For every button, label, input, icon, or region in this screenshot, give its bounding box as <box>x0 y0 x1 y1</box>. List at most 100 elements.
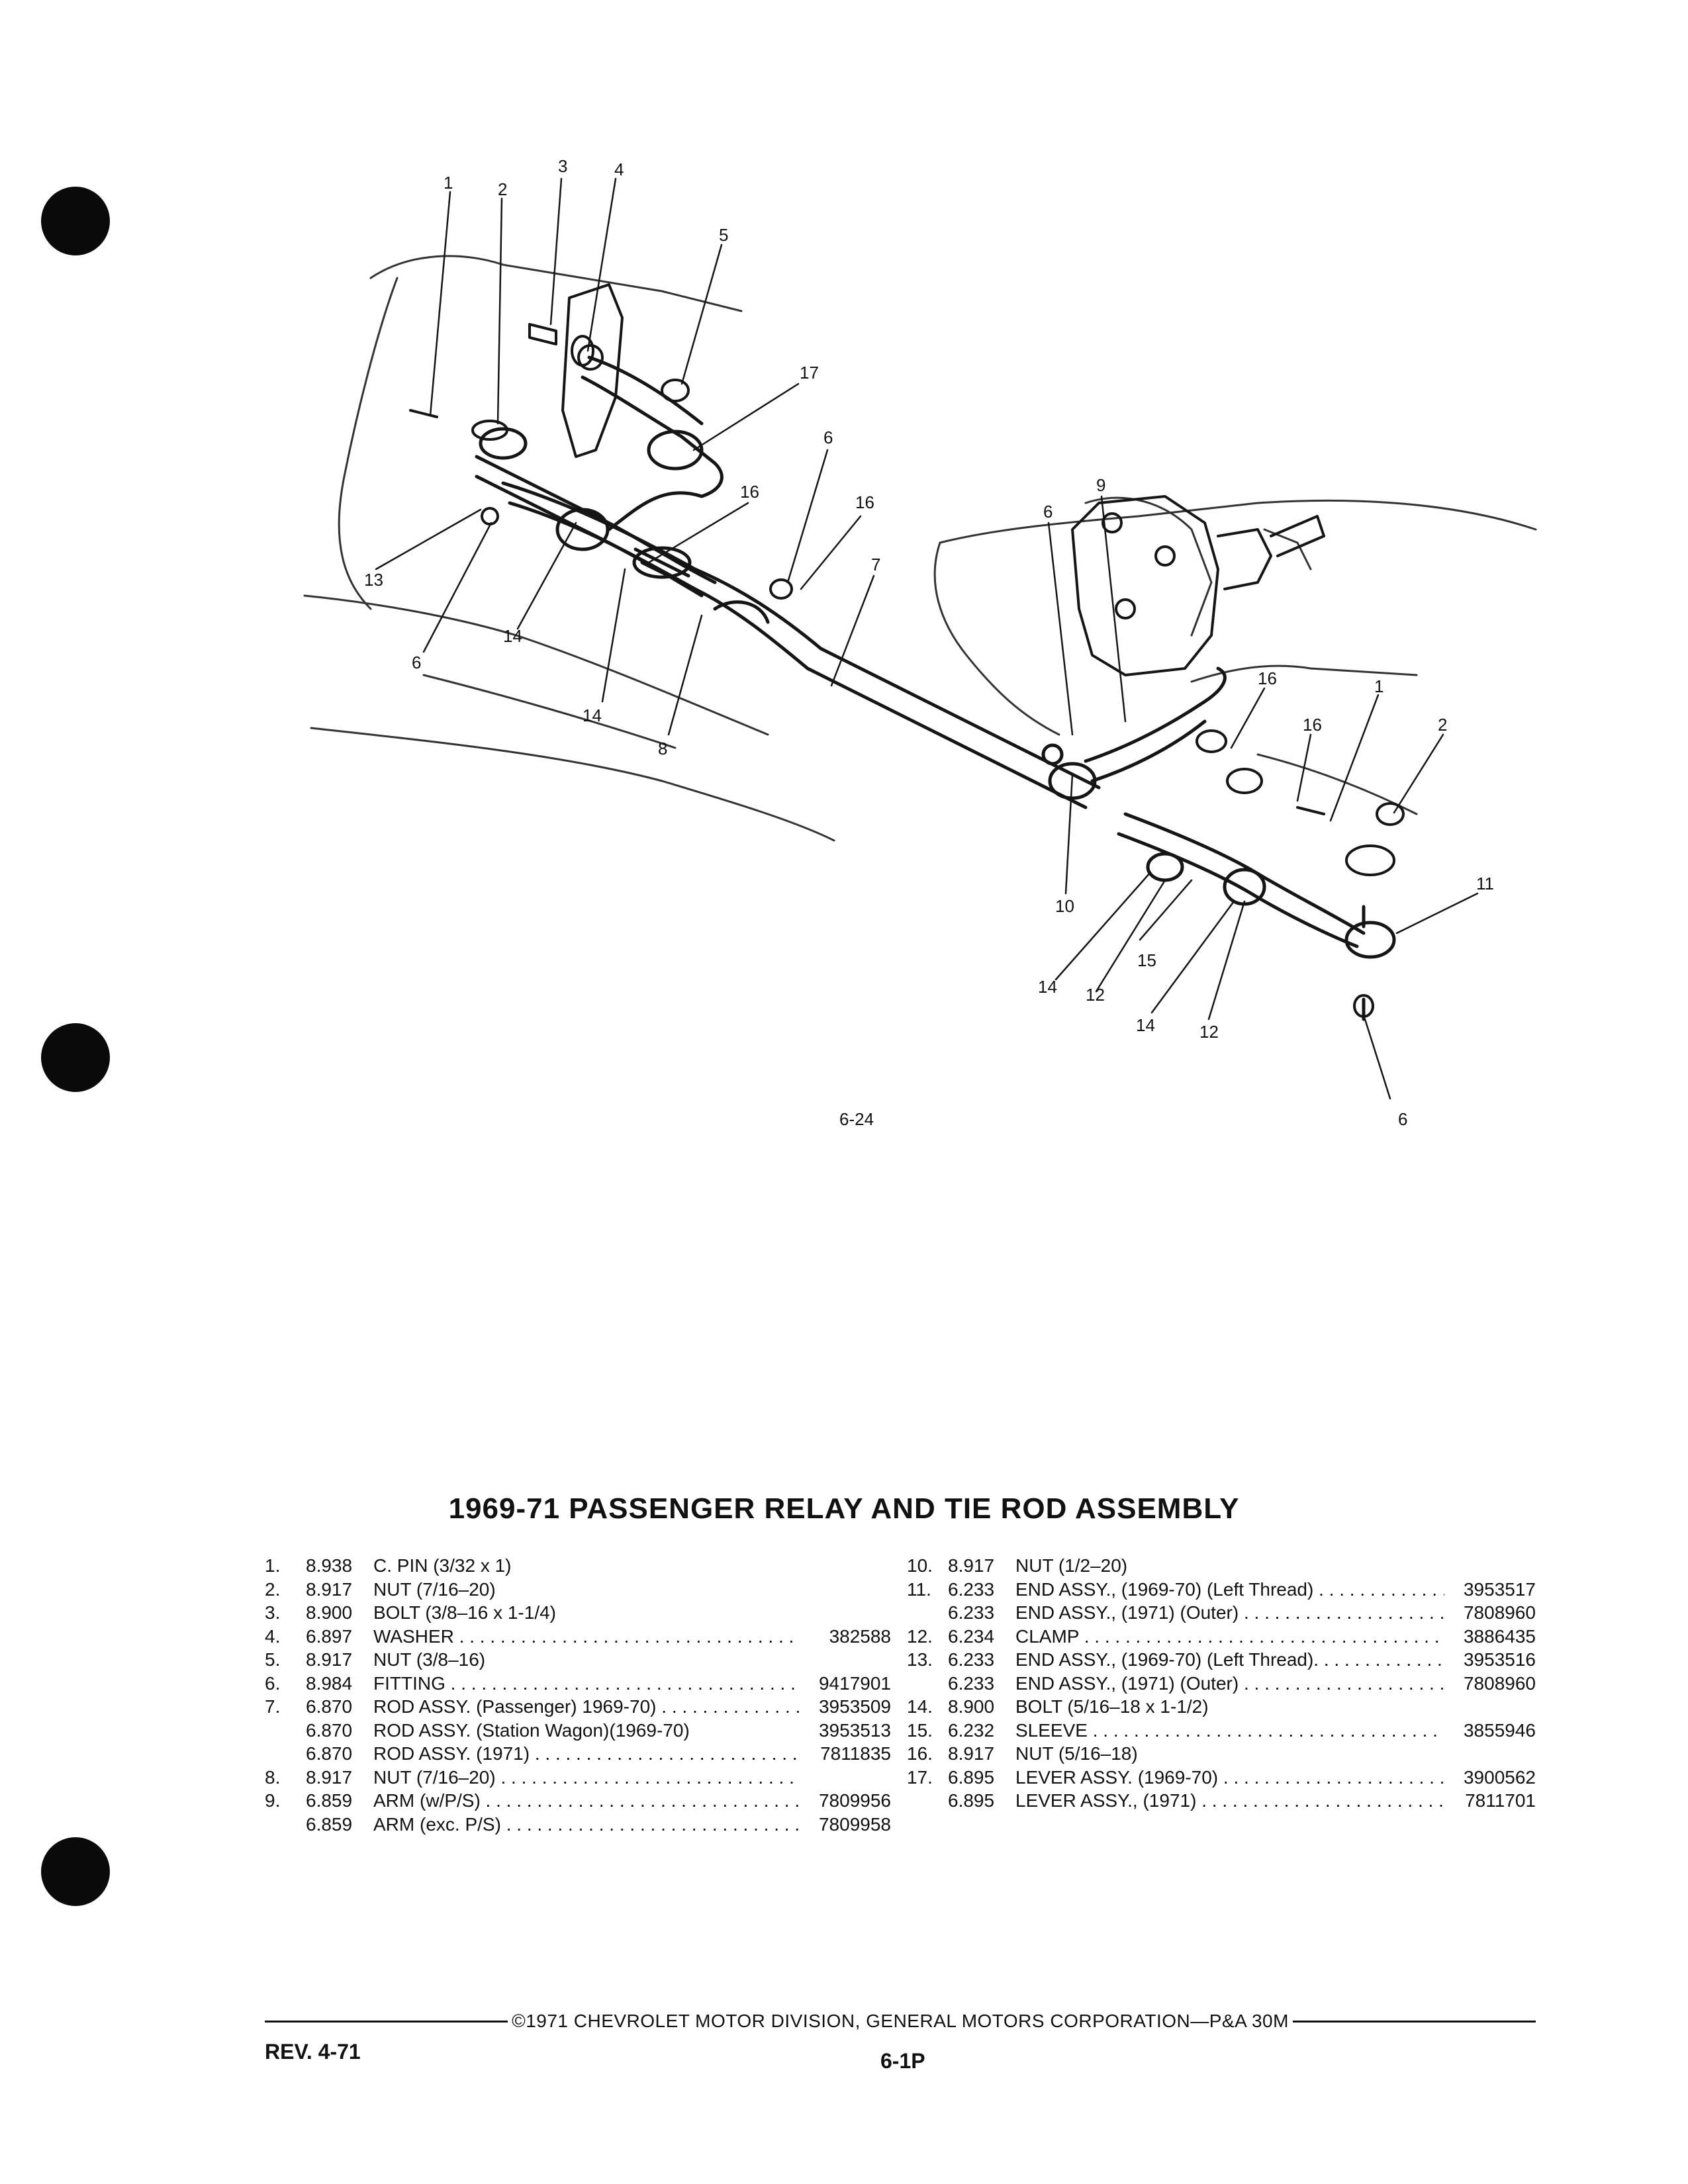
page-number: 6-1P <box>880 2049 925 2073</box>
parts-row: 3. 8.900 BOLT (3/8–16 x 1-1/4) <box>265 1601 891 1625</box>
callout-label: 13 <box>364 570 383 590</box>
part-description: NUT (7/16–20) <box>373 1578 496 1600</box>
part-description: ROD ASSY. (Passenger) 1969-70) <box>361 1695 800 1719</box>
rule-right <box>1292 2020 1536 2023</box>
part-number: 3886435 <box>1463 1625 1536 1647</box>
item-number: 16. <box>907 1743 933 1764</box>
item-number: 14. <box>907 1696 933 1717</box>
part-number: 3953516 <box>1463 1649 1536 1670</box>
idler-bracket <box>561 283 624 458</box>
callout-label: 14 <box>1136 1015 1155 1035</box>
part-number: 382588 <box>829 1625 891 1647</box>
revision-label: REV. 4-71 <box>265 2040 361 2064</box>
item-number: 2. <box>265 1578 281 1600</box>
part-number: 3953509 <box>818 1696 891 1717</box>
callout-label: 6 <box>1398 1109 1407 1129</box>
group-code: 8.984 <box>306 1672 353 1694</box>
part-number <box>1444 1742 1536 1766</box>
part-number <box>800 1766 891 1790</box>
part-number: 7811835 <box>820 1743 891 1764</box>
relay-tie-rod-diagram: 1 2 3 4 5 17 6 16 13 14 6 14 8 16 7 6 9 … <box>303 156 1537 1129</box>
copyright-text: ©1971 CHEVROLET MOTOR DIVISION, GENERAL … <box>512 2011 1289 2031</box>
callout-label: 7 <box>871 555 880 574</box>
part-description: SLEEVE <box>1004 1719 1444 1743</box>
group-code: 6.232 <box>948 1719 995 1741</box>
callout-label: 9 <box>1096 475 1105 495</box>
hardware-bits <box>409 323 1405 1018</box>
group-code: 6.870 <box>306 1743 353 1764</box>
part-description: ARM (w/P/S) <box>361 1789 800 1813</box>
group-code: 8.900 <box>948 1696 995 1717</box>
group-code: 6.859 <box>306 1790 353 1811</box>
item-number: 12. <box>907 1625 933 1647</box>
part-number: 7808960 <box>1463 1602 1536 1623</box>
group-code: 6.859 <box>306 1813 353 1835</box>
part-number: 3953517 <box>1463 1578 1536 1600</box>
callout-label: 1 <box>444 173 453 193</box>
inner-tie-rod-left <box>475 427 717 598</box>
part-description: BOLT (3/8–16 x 1-1/4) <box>373 1602 556 1623</box>
item-number: 3. <box>265 1602 281 1623</box>
callout-label: 17 <box>800 363 819 383</box>
callout-label: 1 <box>1374 676 1383 696</box>
part-number: 3900562 <box>1463 1766 1536 1788</box>
part-number: 7808960 <box>1463 1672 1536 1694</box>
callout-label: 10 <box>1055 896 1074 916</box>
callout-leaders <box>375 177 1479 1100</box>
part-description: NUT (5/16–18) <box>1015 1743 1138 1764</box>
part-description: LEVER ASSY., (1971) <box>1004 1789 1444 1813</box>
callout-label: 16 <box>740 482 759 502</box>
item-number: 17. <box>907 1766 933 1788</box>
part-description: END ASSY., (1971) (Outer) <box>1004 1601 1444 1625</box>
callout-label: 15 <box>1137 950 1156 970</box>
callout-label: 16 <box>1258 668 1277 688</box>
group-code: 6.234 <box>948 1625 995 1647</box>
item-number: 11. <box>907 1578 931 1600</box>
callout-label: 6 <box>412 653 421 672</box>
callout-label: 8 <box>658 739 667 758</box>
callout-label: 11 <box>1476 874 1494 893</box>
figure-code: 6-24 <box>839 1109 874 1129</box>
item-number: 13. <box>907 1649 933 1670</box>
rule-left <box>265 2020 508 2023</box>
group-code: 6.897 <box>306 1625 353 1647</box>
part-number: 7809958 <box>818 1813 891 1835</box>
part-number: 9417901 <box>818 1672 891 1694</box>
item-number <box>907 1789 948 1813</box>
callout-label: 14 <box>503 626 522 646</box>
parts-list-left: 1. 8.938 C. PIN (3/32 x 1) 2. 8.917 NUT (7/1… <box>265 1554 891 1836</box>
group-code: 8.938 <box>306 1555 353 1576</box>
part-description: WASHER <box>361 1625 800 1649</box>
binder-hole-top <box>41 187 110 255</box>
group-code: 8.900 <box>306 1602 353 1623</box>
part-description: C. PIN (3/32 x 1) <box>373 1555 512 1576</box>
parts-row: 4.6.897WASHER382588 <box>265 1625 891 1649</box>
group-code: 6.233 <box>948 1649 995 1670</box>
item-number <box>265 1813 306 1837</box>
group-code: 8.917 <box>306 1578 353 1600</box>
page-title: 1969-71 PASSENGER RELAY AND TIE ROD ASSE… <box>448 1492 1240 1525</box>
group-code: 6.895 <box>948 1790 995 1811</box>
callout-label: 14 <box>1038 977 1057 997</box>
item-number: 1. <box>265 1555 281 1576</box>
frame-outline <box>303 255 1537 842</box>
item-number <box>907 1601 948 1625</box>
group-code: 8.917 <box>306 1649 353 1670</box>
callout-label: 2 <box>498 179 507 199</box>
part-number <box>800 1648 891 1672</box>
steering-gear-box <box>1071 495 1325 676</box>
part-description: LEVER ASSY. (1969-70) <box>1004 1766 1444 1790</box>
